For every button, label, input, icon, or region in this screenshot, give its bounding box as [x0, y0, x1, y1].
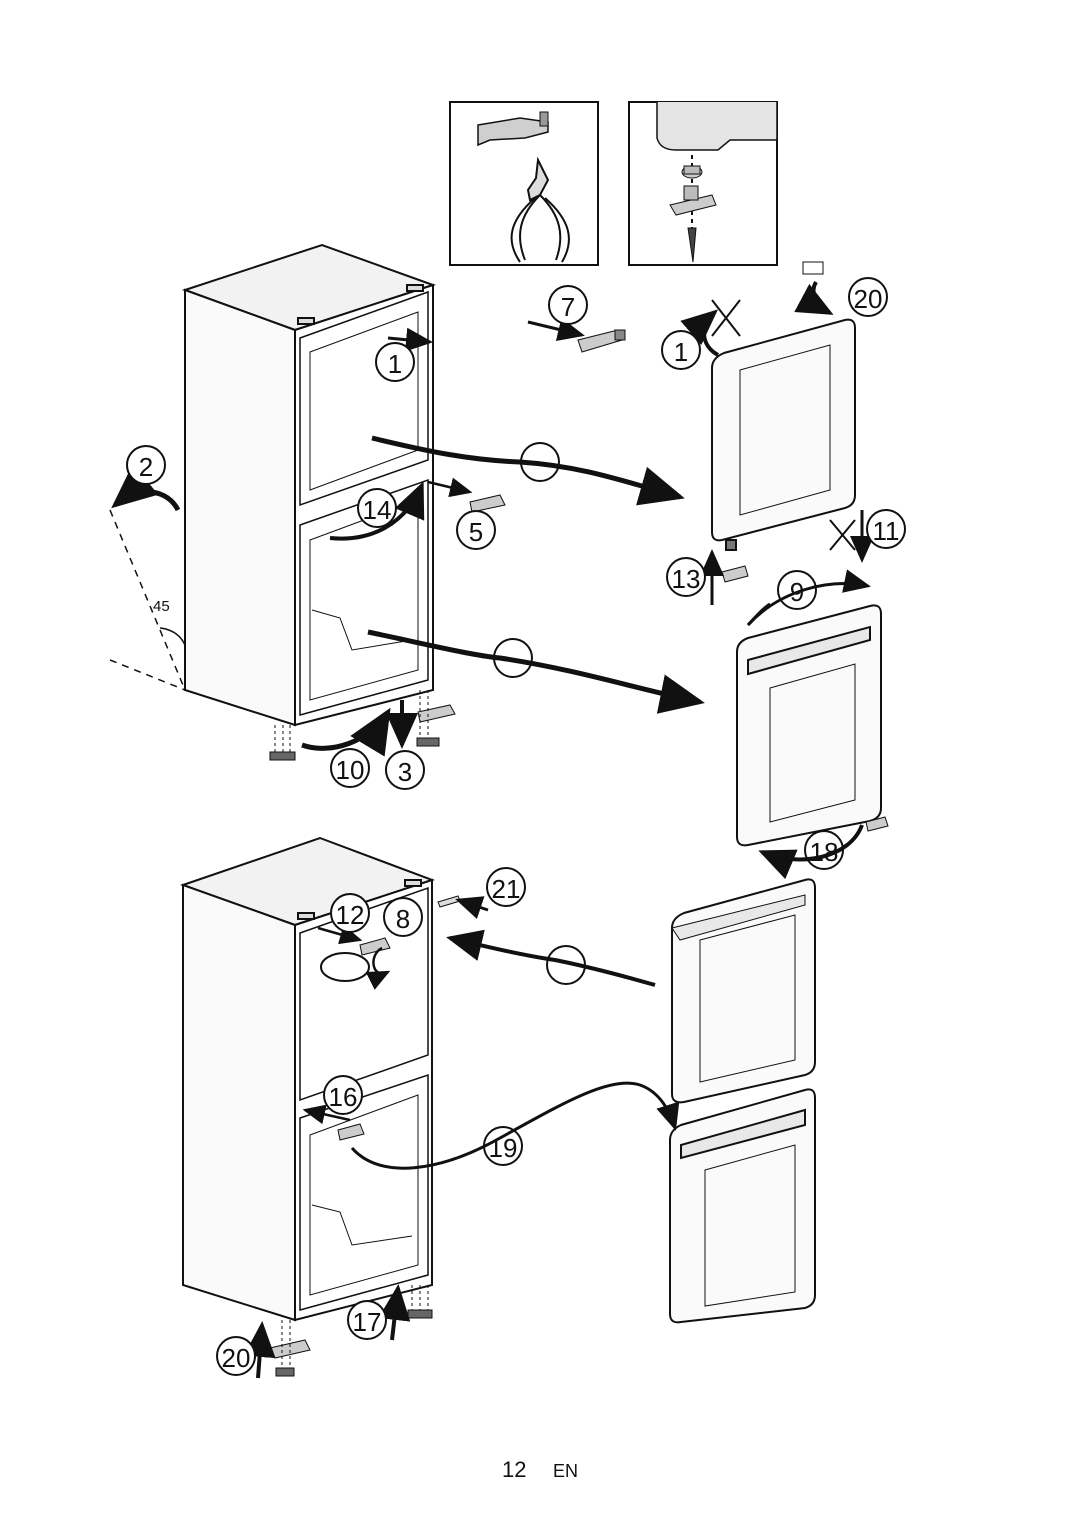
step-1-door-label: 1 — [674, 337, 688, 367]
step-18-label: 18 — [810, 837, 839, 867]
hinge-part-7 — [577, 329, 626, 353]
freezer-door-reinstalled — [671, 878, 816, 1104]
step-1-label: 1 — [388, 349, 402, 379]
step-7-label: 7 — [561, 292, 575, 322]
hinge-part-12 — [359, 937, 391, 956]
freezer-door-removed — [711, 318, 856, 551]
hinge-part-13 — [721, 565, 749, 583]
step-5-label: 5 — [469, 517, 483, 547]
hinge-part-18 — [865, 816, 889, 832]
tilt-angle-guide — [109, 509, 186, 691]
step-10-label: 10 — [336, 755, 365, 785]
hinge-pin-icon — [669, 185, 717, 216]
fridge-door-removed — [736, 604, 882, 847]
step-callouts — [126, 277, 906, 1376]
step-9-label: 9 — [790, 577, 804, 607]
hinge-pin-inset-panel — [628, 101, 778, 266]
step-16-label: 16 — [329, 1082, 358, 1112]
page-footer: 12 EN — [0, 1457, 1080, 1483]
step-12-label: 12 — [336, 900, 365, 930]
step-8-label: 8 — [396, 904, 410, 934]
step-20-base-label: 20 — [222, 1343, 251, 1373]
step-13-label: 13 — [672, 564, 701, 594]
fridge-cabinet-top — [181, 243, 437, 727]
hinge-part-16 — [337, 1123, 365, 1141]
language-code: EN — [552, 1461, 578, 1481]
step-20-door-label: 20 — [854, 284, 883, 314]
hinge-bracket-icon — [477, 111, 549, 147]
step-3-label: 3 — [398, 757, 412, 787]
step-11-label: 11 — [873, 516, 900, 546]
hinge-part-5 — [469, 494, 506, 513]
fridge-cabinet-bottom — [179, 836, 436, 1322]
step-17-label: 17 — [353, 1307, 382, 1337]
transfer-circles — [493, 442, 586, 985]
page-number: 12 — [502, 1457, 527, 1482]
cover-cap-21 — [437, 895, 461, 908]
step-2-label: 2 — [139, 452, 153, 482]
bushing-icon — [681, 165, 703, 179]
pliers-inset-panel — [449, 101, 599, 266]
hinge-feet-top — [269, 690, 456, 761]
step-14-label: 14 — [363, 495, 392, 525]
fridge-door-reinstalled — [669, 1088, 816, 1324]
step-19-label: 19 — [489, 1133, 518, 1163]
tilt-angle-label: 45 — [153, 598, 170, 615]
step-21-label: 21 — [492, 874, 521, 904]
pliers-icon — [510, 156, 570, 263]
cover-cap-20 — [802, 261, 824, 275]
screw-icon — [687, 227, 697, 263]
